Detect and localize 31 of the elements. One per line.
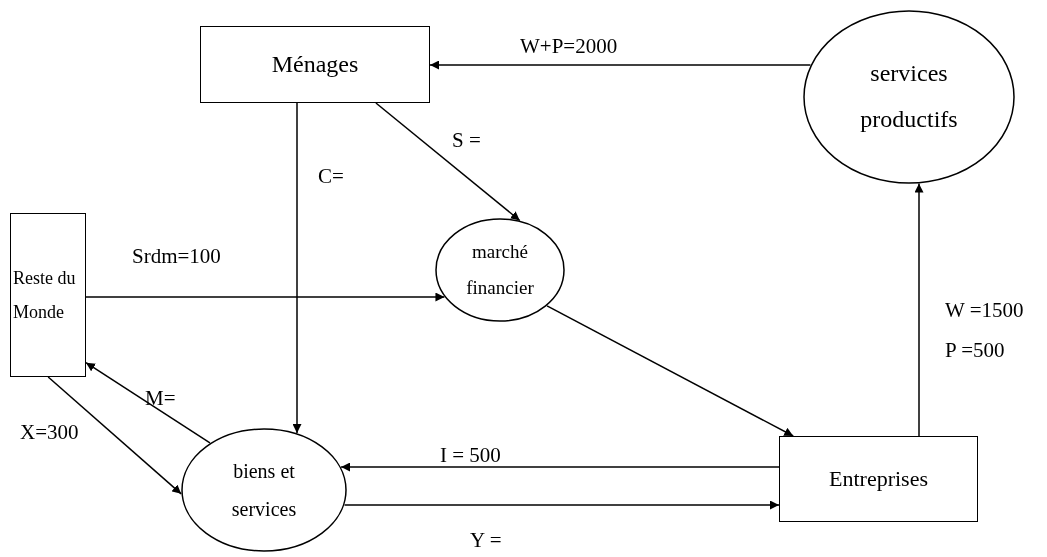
arrow [340,462,780,472]
box-node [200,26,430,103]
arrow [47,376,182,495]
edge-label: Srdm=100 [132,244,221,270]
arrow [85,292,446,302]
arrow [375,102,521,222]
node-label: biens et services [230,459,298,522]
arrow [292,102,302,434]
ellipse-node [435,218,565,322]
ellipse-node [803,10,1015,184]
arrow [343,500,780,510]
box-node [10,213,86,377]
edge-label: W+P=2000 [520,34,618,60]
node-label: Reste du Monde [13,266,77,324]
node-label: Ménages [271,49,359,79]
ellipse-node [181,428,347,552]
arrow [546,305,794,437]
box-node [779,436,978,522]
edge-label: X=300 [20,420,79,446]
arrow [429,60,812,70]
arrow [85,361,211,444]
edge-label: I = 500 [440,443,501,469]
node-label: services productifs [859,59,959,134]
edge-label: S = [452,128,481,154]
edge-label: M= [145,386,176,412]
edge-label: Y = [470,528,502,554]
arrow [914,182,924,437]
node-label: marché financier [465,239,535,300]
edge-label: C= [318,164,344,190]
edge-label: W =1500 P =500 [945,297,1025,364]
node-label: Entreprises [829,465,928,494]
